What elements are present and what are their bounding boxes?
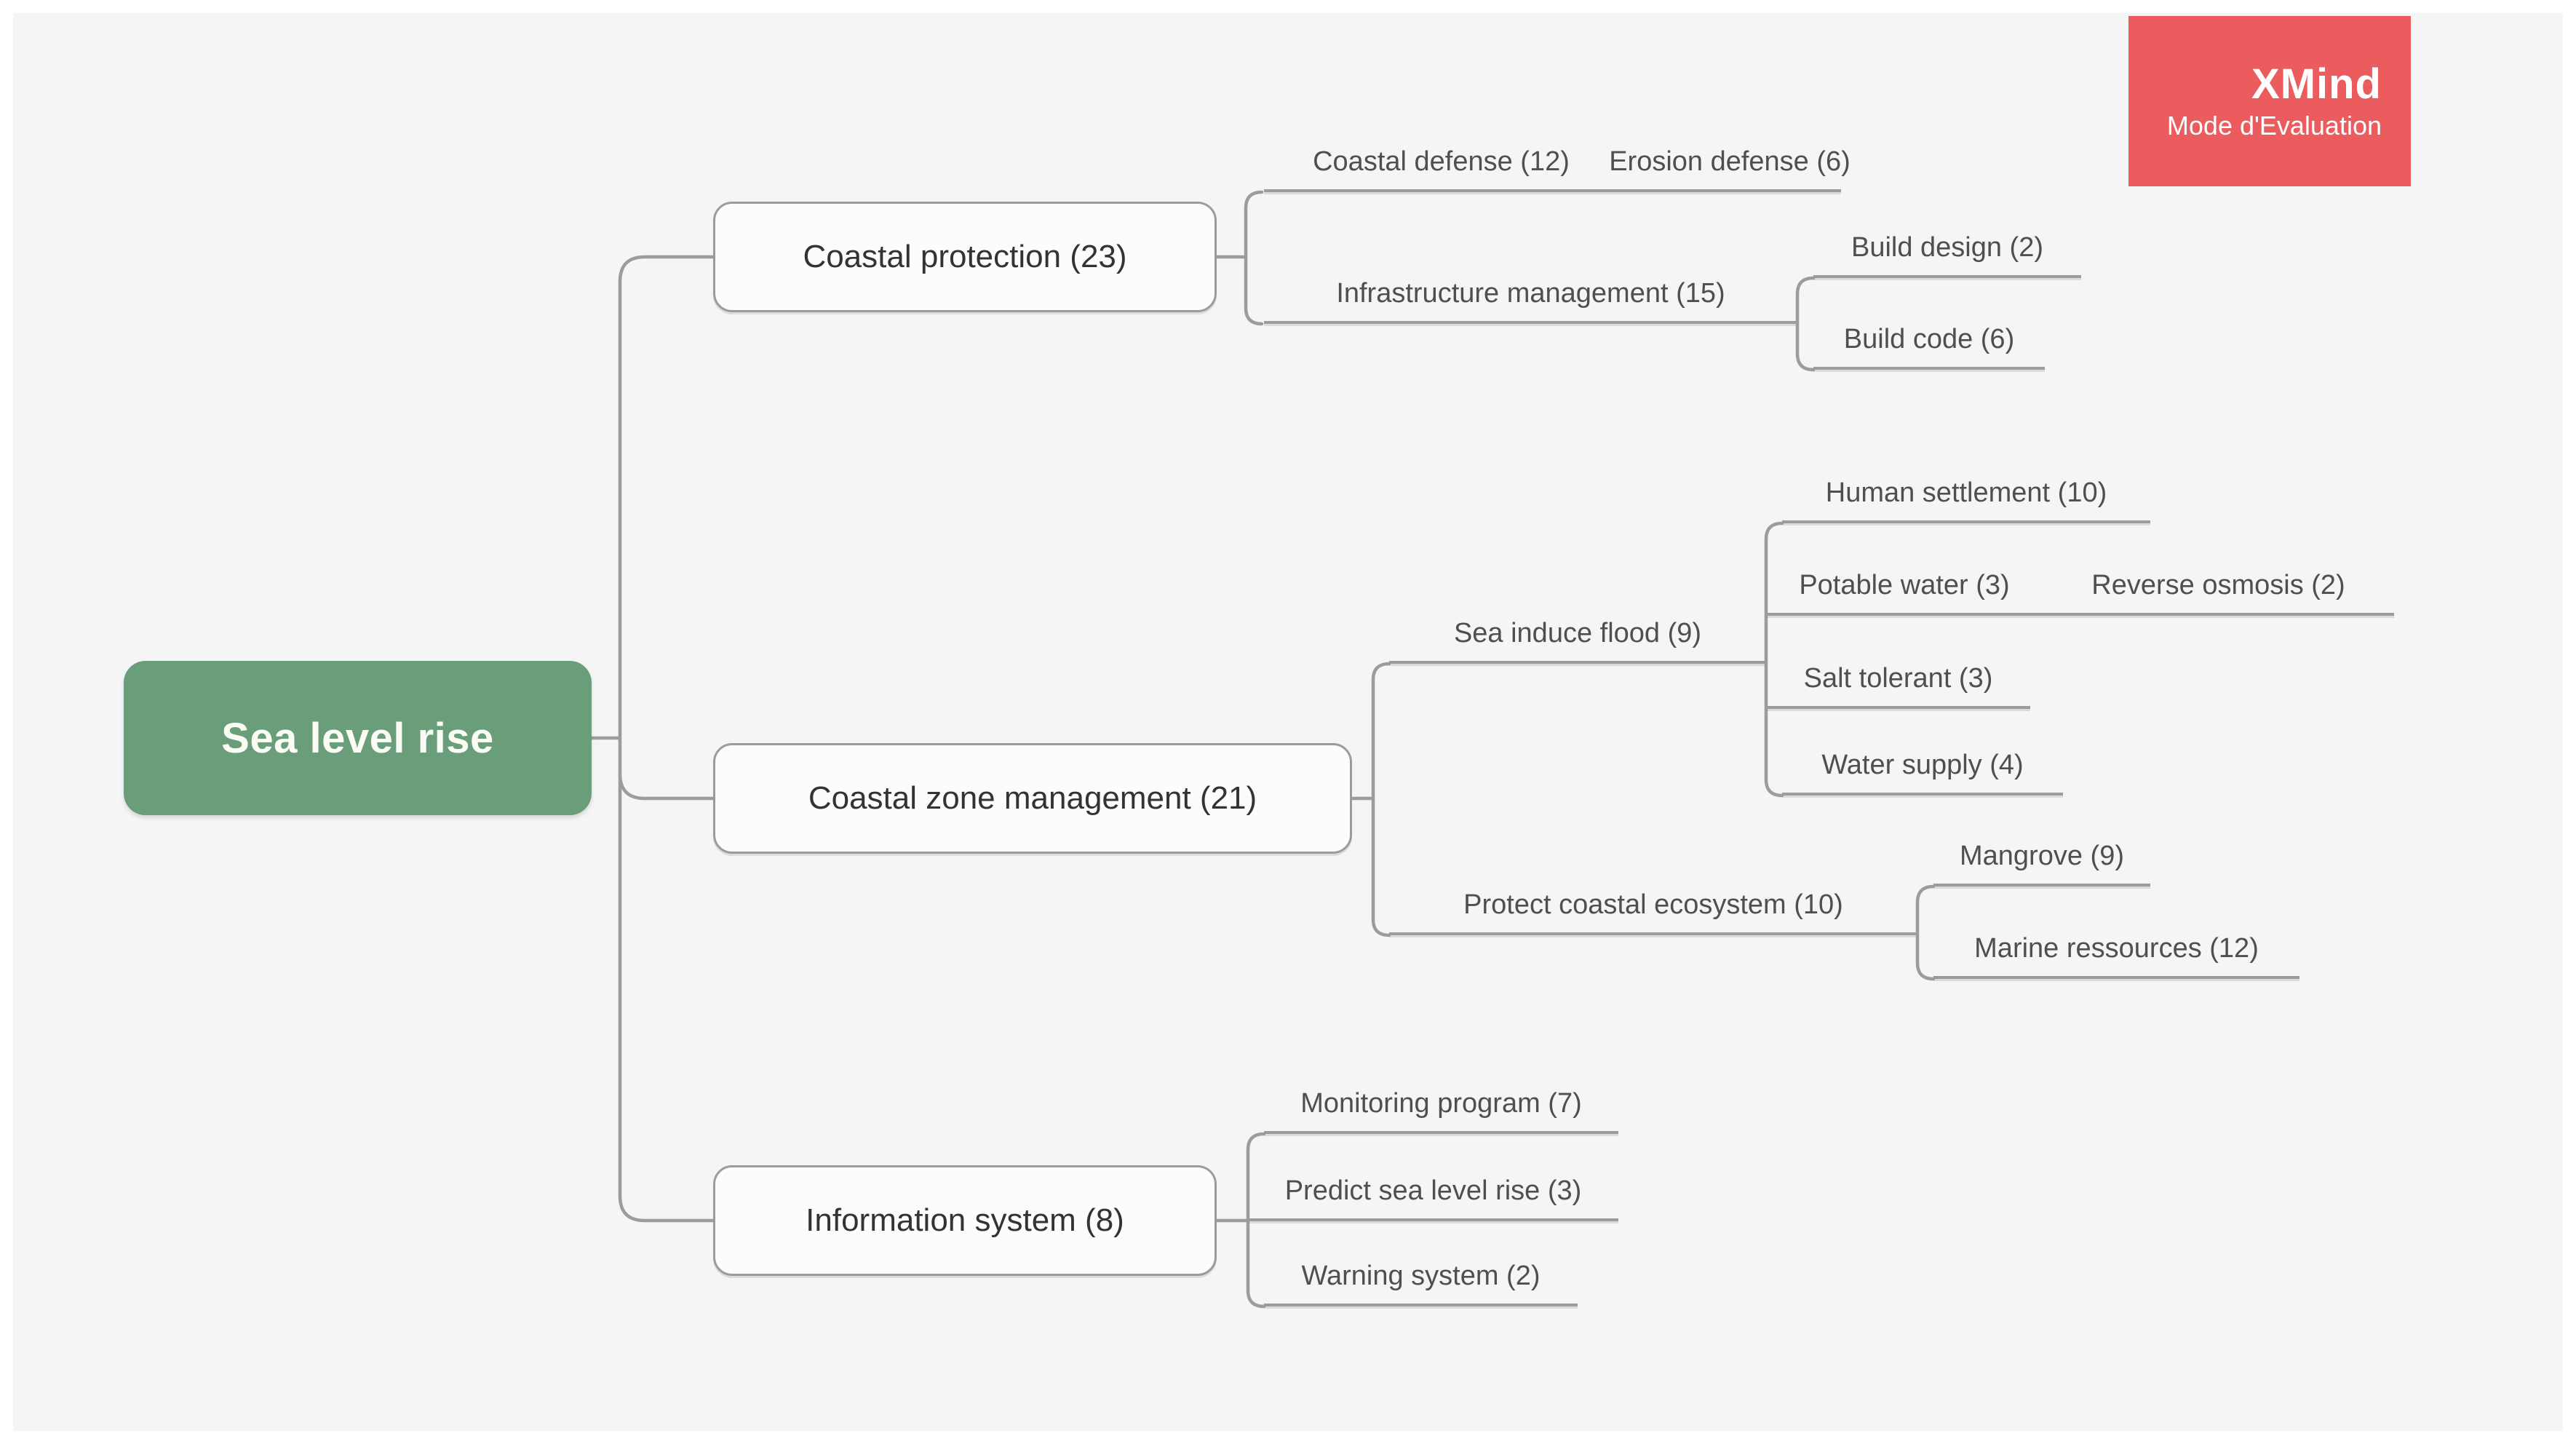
subtopic-label: Marine ressources (12) [1974,933,2259,964]
subtopic-label: Infrastructure management (15) [1336,278,1725,309]
subtopic-label: Coastal defense (12) [1313,146,1570,177]
subtopic-erosion-defense[interactable]: Erosion defense (6) [1609,131,1850,192]
subtopic-label: Protect coastal ecosystem (10) [1463,889,1843,920]
subtopic-protect-coastal-ecosystem[interactable]: Protect coastal ecosystem (10) [1389,874,1917,935]
subtopic-predict-sea-level-rise[interactable]: Predict sea level rise (3) [1248,1160,1618,1221]
subtopic-coastal-defense[interactable]: Coastal defense (12) [1264,131,1618,192]
subtopic-warning-system[interactable]: Warning system (2) [1264,1245,1578,1306]
subtopic-label: Build code (6) [1843,324,2015,354]
subtopic-label: Reverse osmosis (2) [2091,570,2345,600]
subtopic-human-settlement[interactable]: Human settlement (10) [1782,462,2150,523]
topic-information-system[interactable]: Information system (8) [713,1165,1217,1276]
subtopic-label: Potable water (3) [1799,570,2010,600]
subtopic-water-supply[interactable]: Water supply (4) [1782,734,2063,796]
subtopic-label: Salt tolerant (3) [1803,663,1993,694]
subtopic-infrastructure-management[interactable]: Infrastructure management (15) [1264,263,1797,324]
topic-label: Coastal zone management (21) [808,780,1257,816]
subtopic-label: Sea induce flood (9) [1453,618,1702,648]
subtopic-salt-tolerant[interactable]: Salt tolerant (3) [1766,648,2030,709]
subtopic-potable-water[interactable]: Potable water (3) [1766,555,2043,616]
subtopic-build-design[interactable]: Build design (2) [1813,217,2081,278]
subtopic-label: Water supply (4) [1821,750,2024,780]
xmind-evaluation-watermark[interactable]: XMind Mode d'Evaluation [2128,16,2411,186]
subtopic-label: Build design (2) [1850,232,2044,263]
subtopic-reverse-osmosis[interactable]: Reverse osmosis (2) [2043,555,2394,616]
subtopic-label: Predict sea level rise (3) [1284,1175,1582,1206]
topic-label: Coastal protection (23) [803,239,1127,274]
subtopic-sea-induce-flood[interactable]: Sea induce flood (9) [1389,603,1766,664]
subtopic-label: Human settlement (10) [1825,477,2107,508]
topic-coastal-zone-management[interactable]: Coastal zone management (21) [713,743,1352,854]
xmind-logo: XMind [2251,60,2382,108]
root-topic-label: Sea level rise [221,714,494,762]
subtopic-label: Mangrove (9) [1960,841,2124,871]
root-topic-sea-level-rise[interactable]: Sea level rise [124,661,592,815]
subtopic-mangrove[interactable]: Mangrove (9) [1933,825,2150,886]
subtopic-label: Warning system (2) [1301,1261,1541,1291]
topic-coastal-protection[interactable]: Coastal protection (23) [713,202,1217,312]
subtopic-monitoring-program[interactable]: Monitoring program (7) [1264,1073,1618,1134]
evaluation-mode-label: Mode d'Evaluation [2166,111,2382,140]
subtopic-build-code[interactable]: Build code (6) [1813,309,2045,370]
topic-label: Information system (8) [806,1202,1124,1238]
subtopic-label: Monitoring program (7) [1300,1088,1582,1119]
subtopic-label: Erosion defense (6) [1609,146,1850,177]
subtopic-marine-ressources[interactable]: Marine ressources (12) [1933,918,2299,979]
